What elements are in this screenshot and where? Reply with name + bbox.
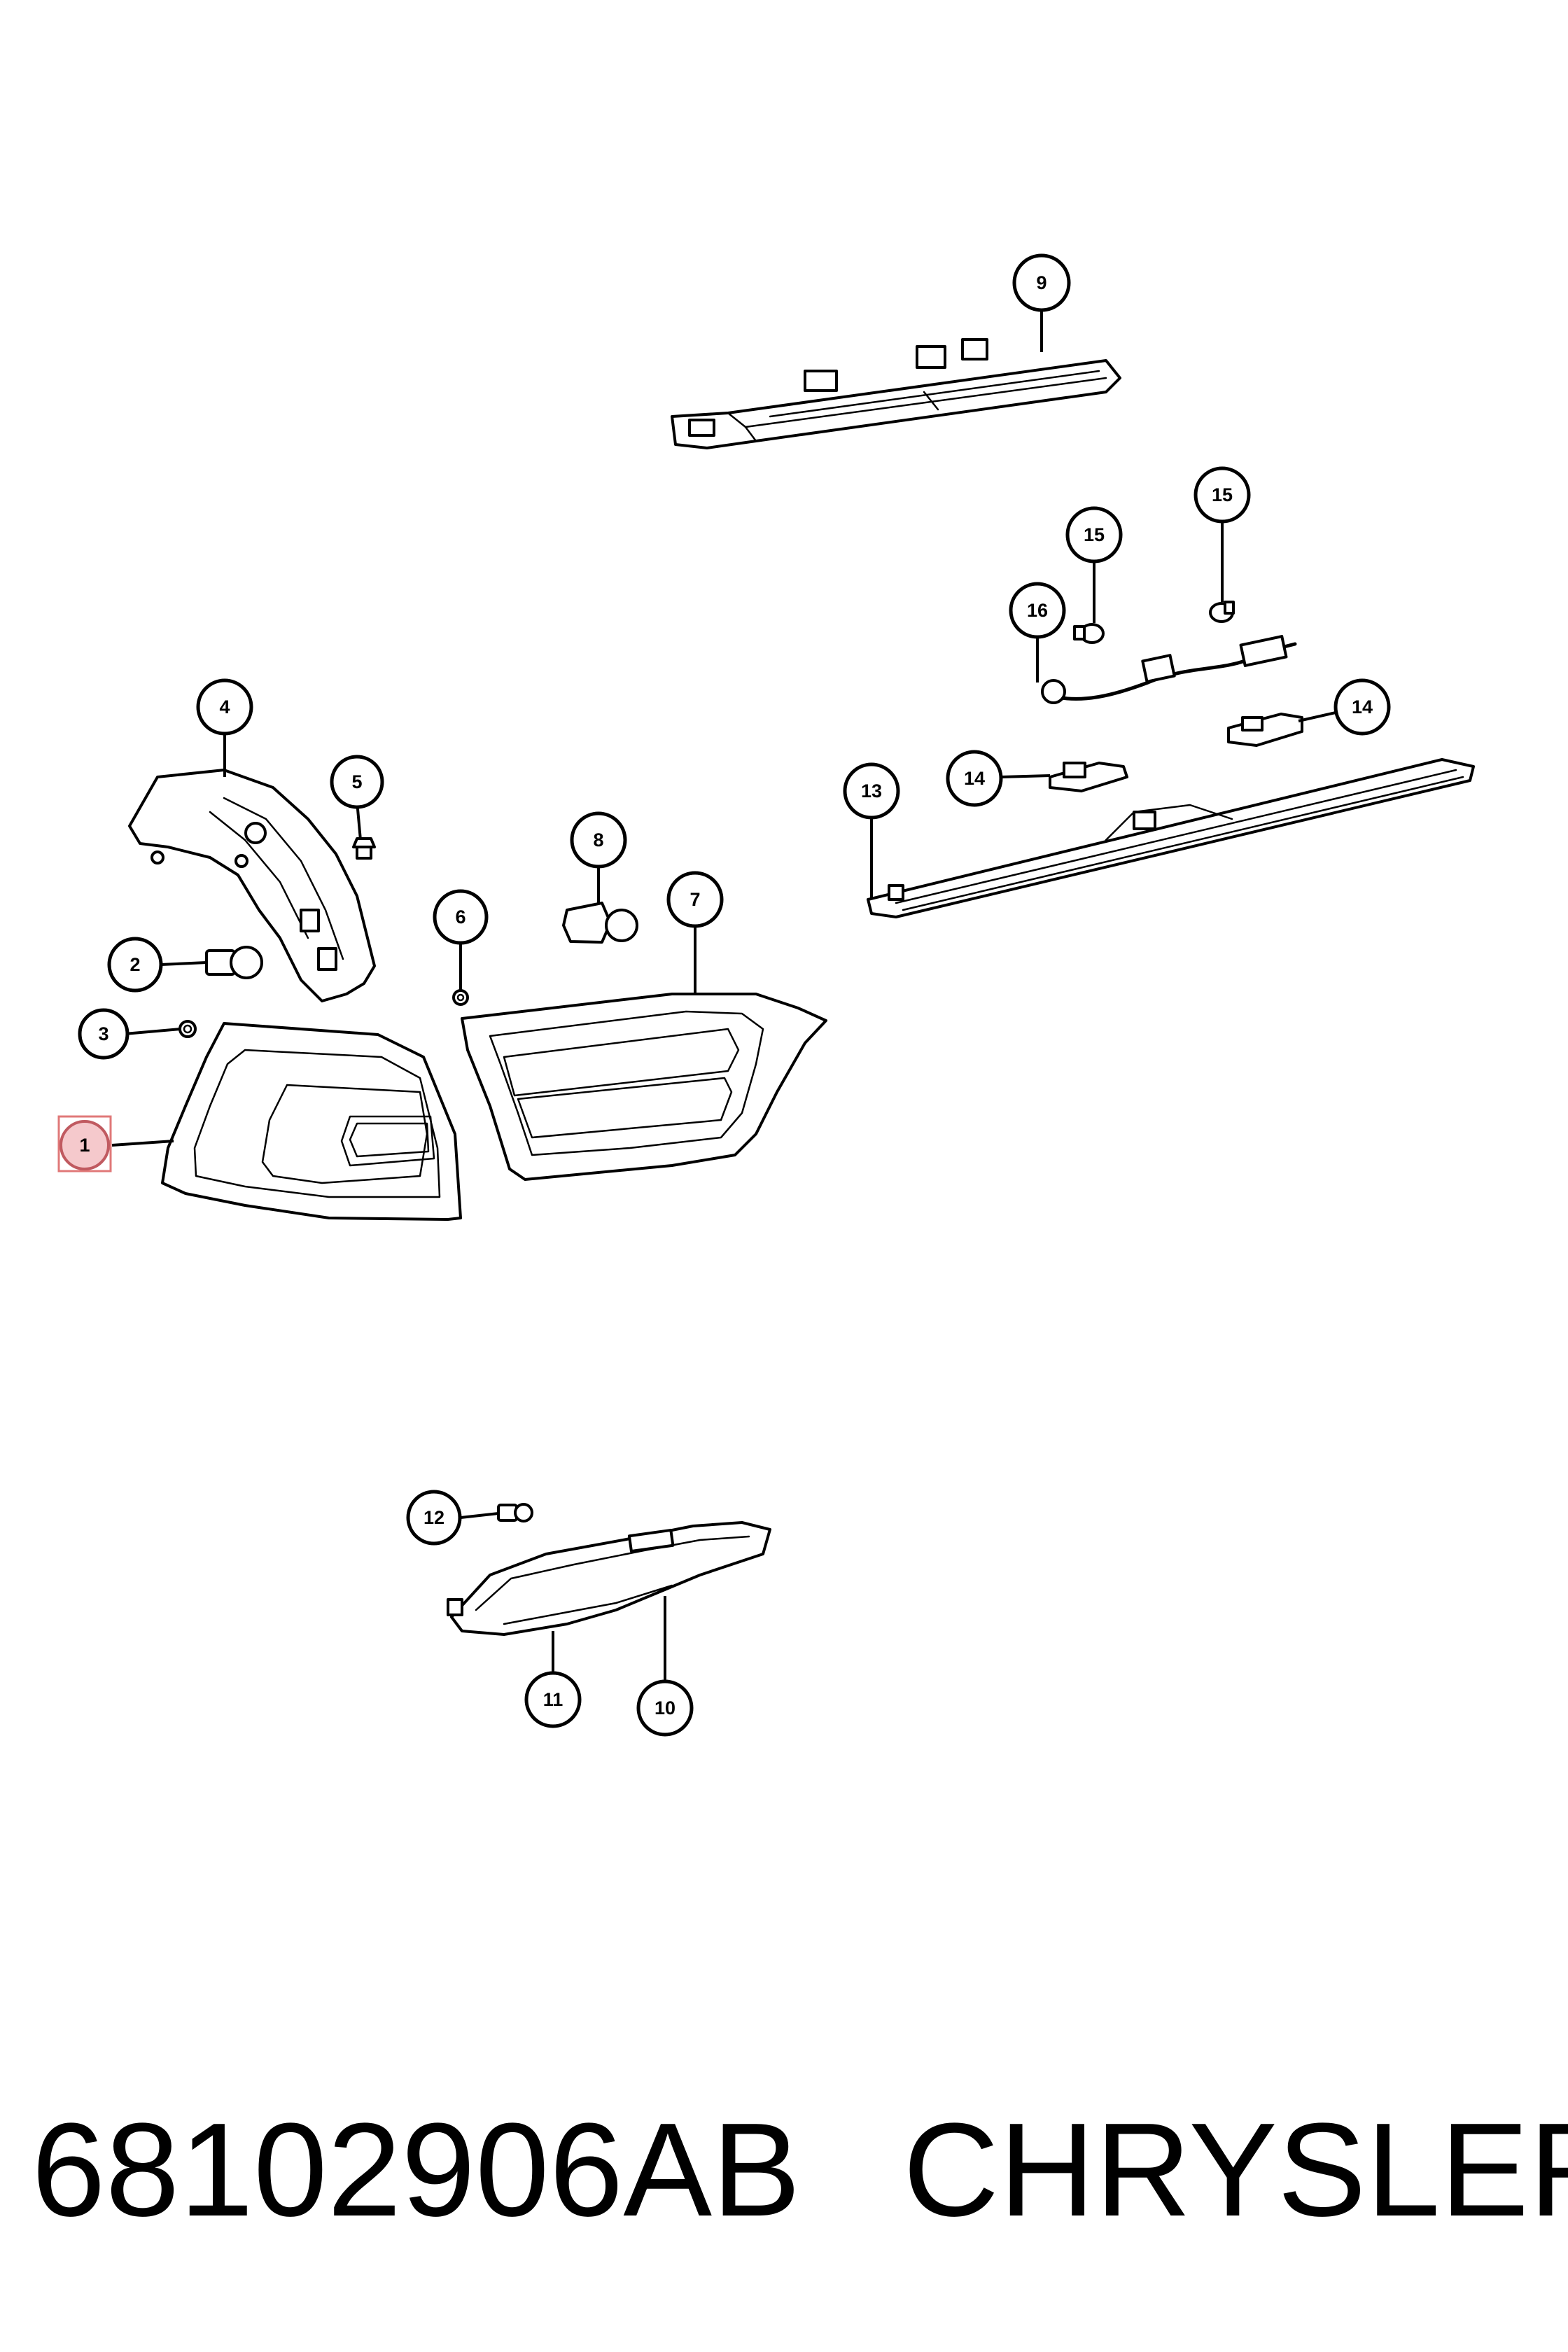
callout-7[interactable]: 7	[666, 871, 724, 928]
part-15-bulb-b[interactable]	[1209, 601, 1235, 623]
part-5-screw[interactable]	[352, 837, 376, 860]
svg-text:2: 2	[130, 954, 140, 975]
callout-11[interactable]: 11	[524, 1671, 582, 1728]
part-14-license-lamp-b[interactable]	[1227, 713, 1303, 747]
callout-15b[interactable]: 15	[1065, 506, 1123, 564]
svg-text:7: 7	[690, 889, 700, 910]
callout-5[interactable]: 5	[330, 755, 384, 809]
callout-14a[interactable]: 14	[946, 750, 1003, 807]
part-12-bulb[interactable]	[497, 1503, 533, 1522]
part-13-applique[interactable]	[867, 758, 1475, 918]
part-number: 68102906AB	[31, 2096, 801, 2244]
svg-text:4: 4	[219, 696, 230, 718]
part-6-grommet[interactable]	[452, 989, 469, 1006]
callout-2[interactable]: 2	[107, 937, 163, 993]
callout-8[interactable]: 8	[570, 811, 627, 869]
svg-text:8: 8	[593, 830, 603, 850]
svg-text:16: 16	[1027, 600, 1048, 621]
part-9-chmsl[interactable]	[671, 338, 1121, 449]
svg-text:15: 15	[1084, 524, 1105, 545]
callout-1-highlighted[interactable]: 1	[57, 1115, 112, 1172]
svg-text:13: 13	[861, 780, 882, 802]
part-8-socket-bulb[interactable]	[562, 902, 638, 944]
part-15-bulb-a[interactable]	[1073, 623, 1105, 644]
svg-text:5: 5	[351, 771, 362, 792]
part-4-housing[interactable]	[128, 769, 376, 1002]
callout-16[interactable]: 16	[1009, 582, 1066, 639]
brand-name: CHRYSLER	[903, 2096, 1568, 2244]
svg-text:14: 14	[964, 768, 985, 789]
callout-10[interactable]: 10	[636, 1679, 694, 1737]
svg-text:10: 10	[654, 1698, 676, 1718]
svg-text:15: 15	[1212, 484, 1233, 505]
part-7-tail-lamp-inner[interactable]	[461, 993, 827, 1181]
svg-text:9: 9	[1036, 272, 1046, 293]
svg-text:12: 12	[424, 1507, 444, 1528]
callout-15a[interactable]: 15	[1194, 466, 1251, 524]
svg-text:3: 3	[98, 1023, 108, 1044]
part-16-harness[interactable]	[1041, 635, 1297, 704]
callout-6[interactable]: 6	[433, 889, 489, 945]
part-14-license-lamp-a[interactable]	[1049, 762, 1128, 792]
callout-14b[interactable]: 14	[1334, 678, 1391, 736]
callout-3[interactable]: 3	[78, 1008, 130, 1060]
callout-4[interactable]: 4	[196, 678, 253, 736]
callout-9[interactable]: 9	[1012, 253, 1071, 312]
part-2-socket-bulb[interactable]	[205, 946, 263, 979]
callout-12[interactable]: 12	[406, 1490, 462, 1546]
svg-text:6: 6	[455, 906, 465, 927]
svg-text:11: 11	[543, 1689, 564, 1710]
svg-text:14: 14	[1352, 696, 1373, 718]
svg-text:1: 1	[79, 1135, 90, 1156]
callout-13[interactable]: 13	[843, 762, 900, 820]
part-10-side-marker[interactable]	[447, 1521, 771, 1636]
part-3-nut[interactable]	[178, 1020, 197, 1038]
part-1-tail-lamp-outer[interactable]	[161, 1022, 462, 1221]
